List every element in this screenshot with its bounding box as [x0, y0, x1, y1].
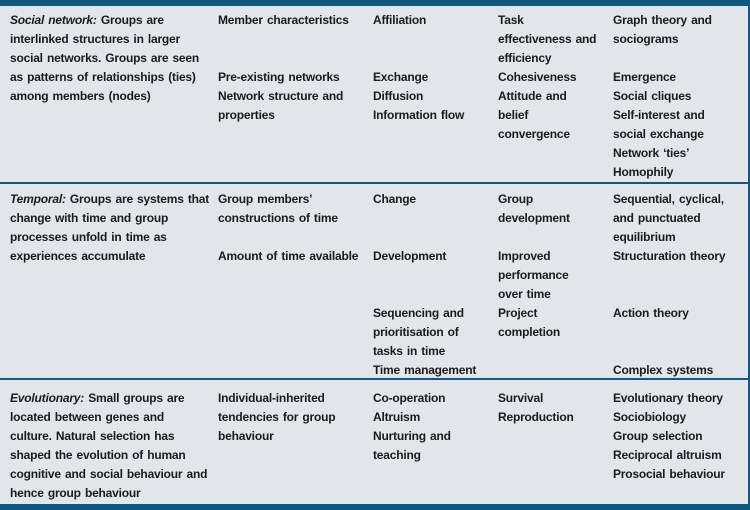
perspective-label: Temporal:: [10, 192, 66, 206]
cell-col3: Change Development Sequencing and priori…: [373, 192, 477, 377]
cell-description: Temporal: Groups are systems that change…: [10, 190, 218, 380]
cell-description: Evolutionary: Small groups are located b…: [10, 389, 218, 504]
table-row-evolutionary: Evolutionary: Small groups are located b…: [0, 380, 748, 504]
table-row-temporal: Temporal: Groups are systems that change…: [0, 184, 748, 380]
cell-col3: Co-operation Altruism Nurturing and teac…: [373, 391, 451, 462]
cell-col5: Sequential, cyclical, and punctuated equ…: [613, 192, 726, 377]
perspective-label: Social network:: [10, 13, 97, 27]
table-row-social-network: Social network: Groups are interlinked s…: [0, 6, 748, 184]
cell-col5: Graph theory and sociograms Emergence So…: [613, 13, 712, 179]
cell-description: Social network: Groups are interlinked s…: [10, 11, 218, 182]
cell-col2: Group members’ constructions of time Amo…: [218, 192, 359, 263]
perspective-text: Groups are systems that change with time…: [10, 192, 210, 263]
perspective-text: Small groups are located between genes a…: [10, 391, 208, 500]
cell-col3: Affiliation Exchange Diffusion Informati…: [373, 13, 465, 122]
cell-col4: Survival Reproduction: [498, 391, 574, 424]
cell-col4: Group development Improved performance o…: [498, 192, 570, 339]
perspective-text: Groups are interlinked structures in lar…: [10, 13, 200, 103]
cell-col4: Task effectiveness and efficiency Cohesi…: [498, 13, 597, 141]
cell-col5: Evolutionary theory Sociobiology Group s…: [613, 391, 725, 481]
cell-col2: Member characteristics Pre-existing netw…: [218, 13, 349, 122]
perspective-label: Evolutionary:: [10, 391, 85, 405]
cell-col2: Individual-inherited tendencies for grou…: [218, 391, 336, 443]
